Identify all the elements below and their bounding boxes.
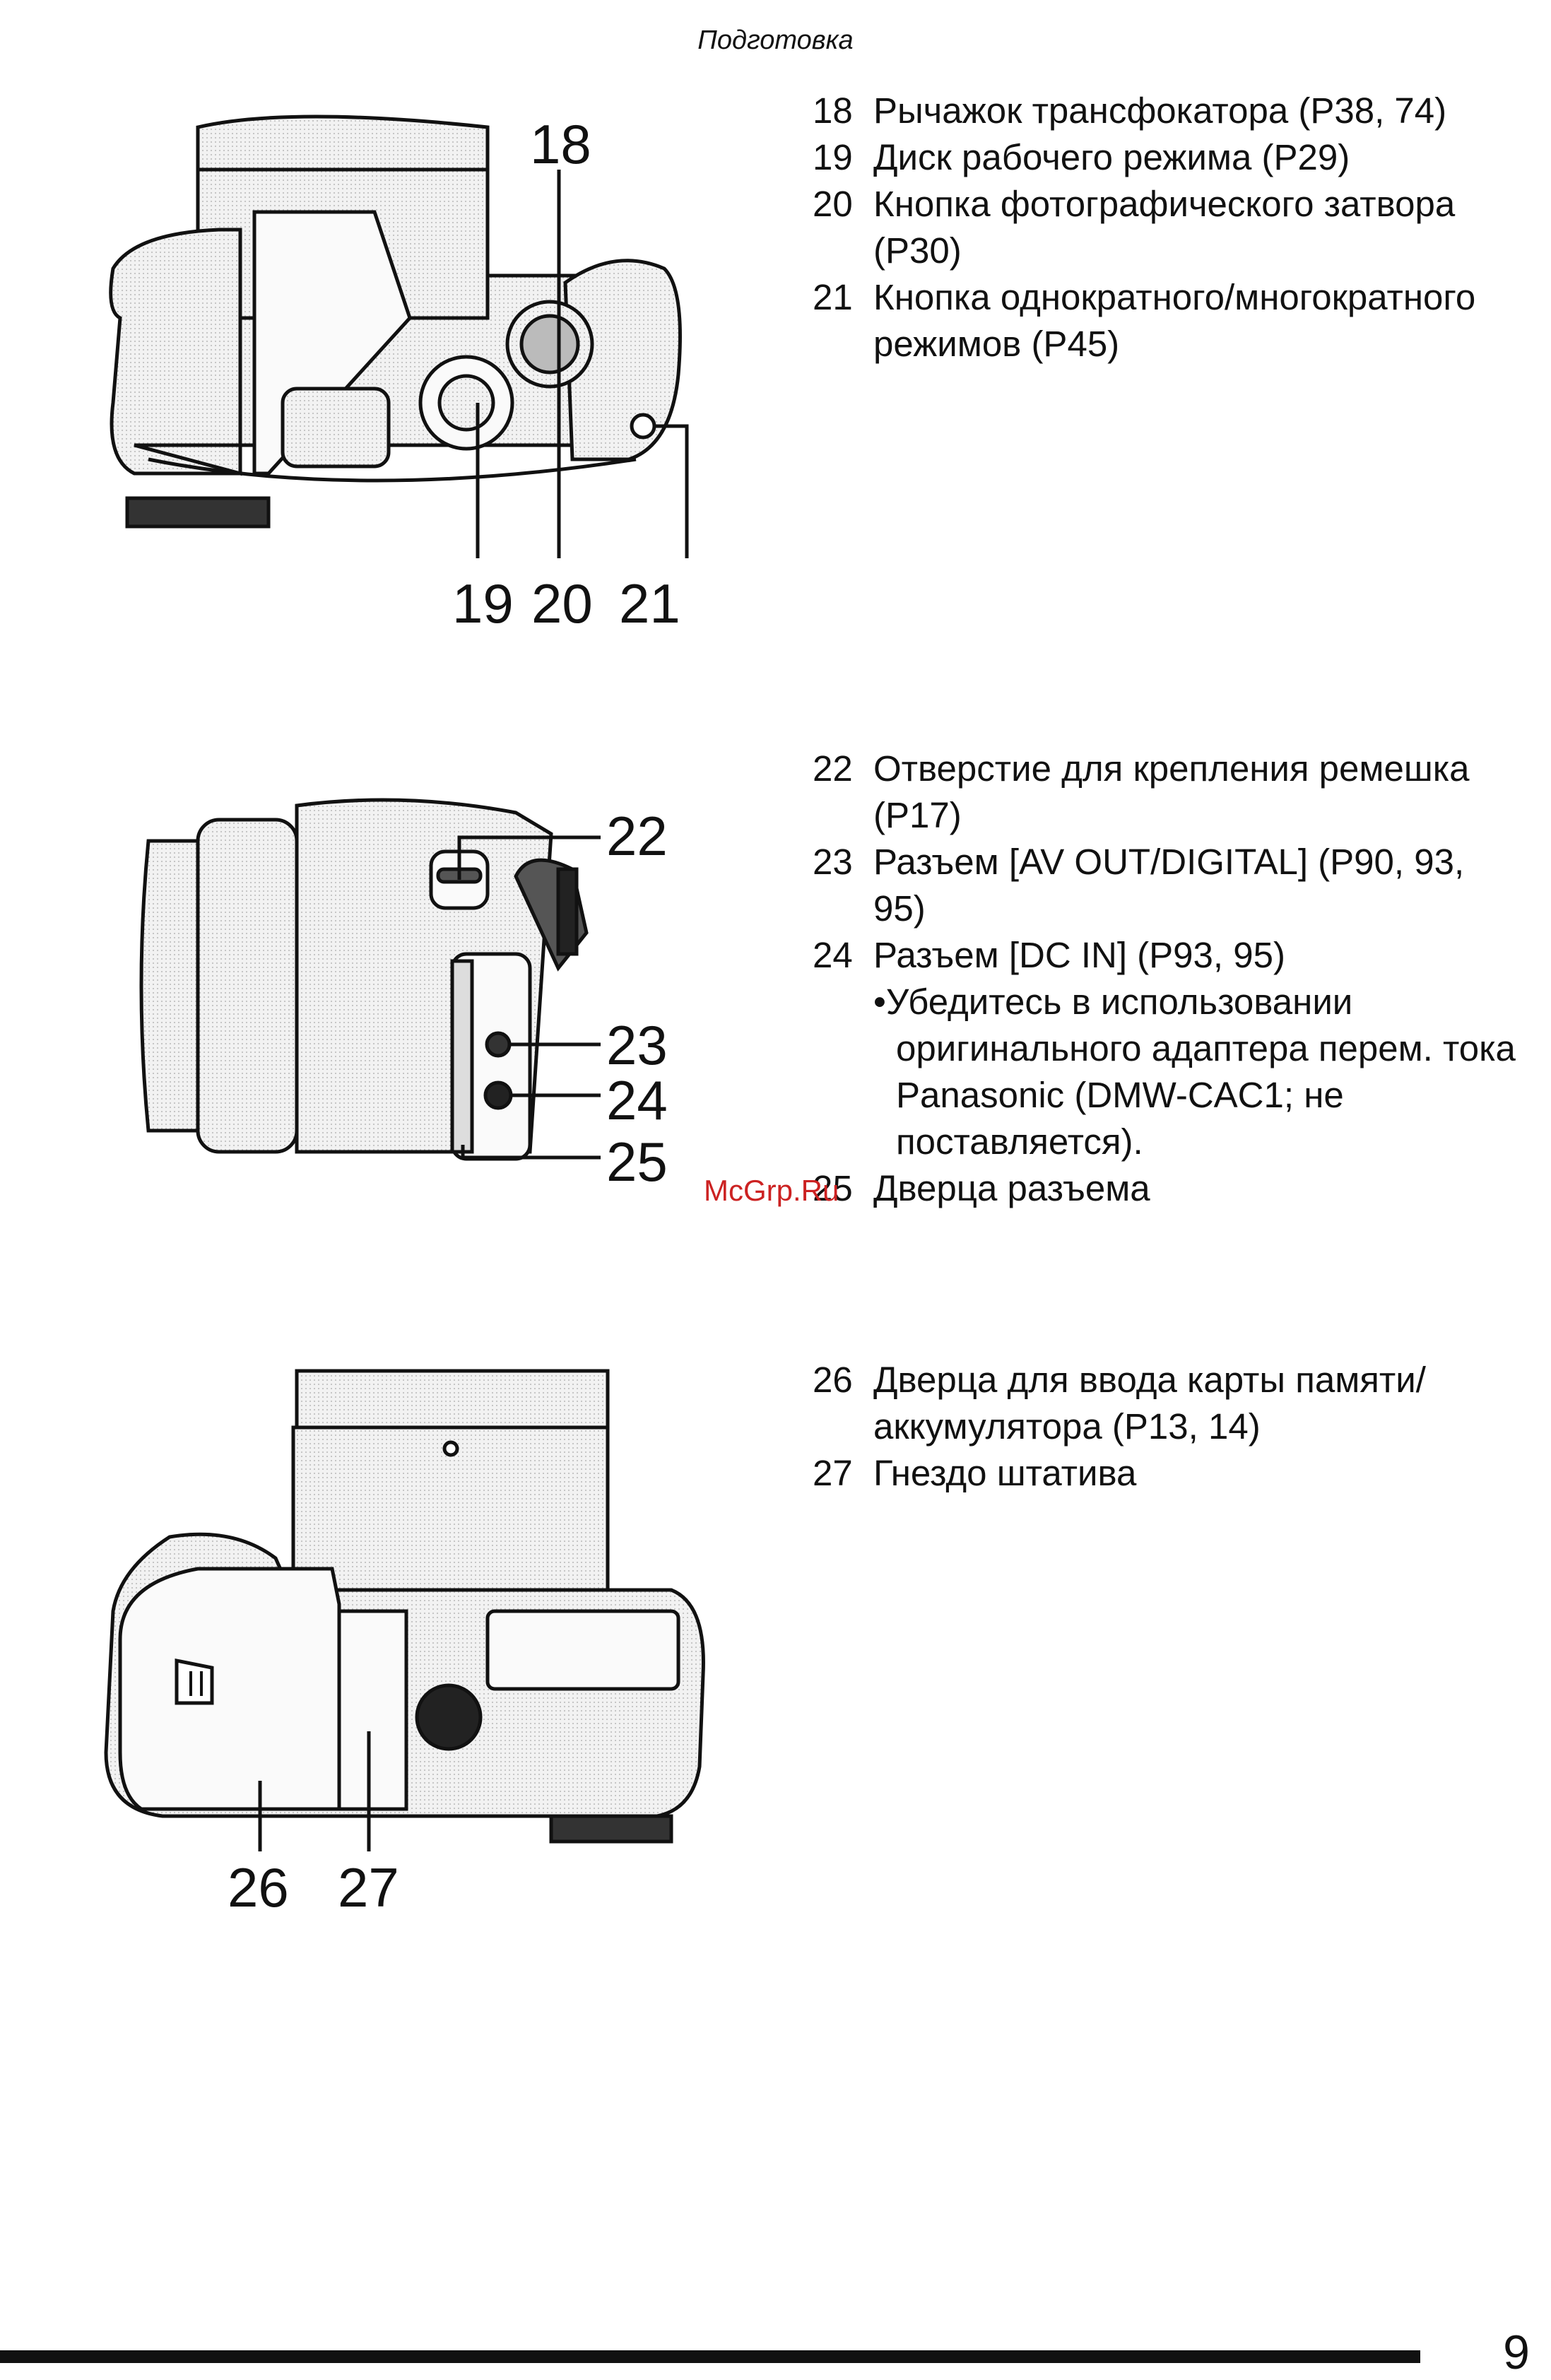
watermark: McGrp.Ru xyxy=(704,1174,839,1207)
callout-23: 23 xyxy=(606,1014,668,1076)
item-text: Рычажок трансфокатора (P38, 74) xyxy=(873,90,1447,131)
item-text: Разъем [DC IN] (P93, 95) xyxy=(873,935,1285,975)
callout-26: 26 xyxy=(228,1856,289,1919)
item-note: •Убедитесь в использовании оригинального… xyxy=(873,982,1516,1162)
item-number: 27 xyxy=(813,1453,853,1493)
list-item: 27 Гнездо штатива xyxy=(813,1450,1526,1497)
list-item: 23 Разъем [AV OUT/DIGITAL] (P90, 93, 95) xyxy=(813,839,1526,932)
list-item: 20 Кнопка фотографического затвора (P30) xyxy=(813,181,1526,274)
list-bottom-view-parts: 26 Дверца для ввода карты памяти/ аккумул… xyxy=(813,1357,1526,1497)
callout-18: 18 xyxy=(530,113,591,175)
item-number: 19 xyxy=(813,137,853,177)
item-text: Гнездо штатива xyxy=(873,1453,1137,1493)
callout-22: 22 xyxy=(606,805,668,867)
item-text: Разъем [AV OUT/DIGITAL] (P90, 93, 95) xyxy=(873,842,1465,929)
callout-21: 21 xyxy=(619,572,680,635)
callout-24: 24 xyxy=(606,1069,668,1131)
camera-bottom-view-figure xyxy=(92,1357,714,1866)
callout-25: 25 xyxy=(606,1131,668,1193)
item-number: 20 xyxy=(813,184,853,224)
callout-27: 27 xyxy=(338,1856,399,1919)
list-item: 21 Кнопка однократного/многократного режи… xyxy=(813,274,1526,367)
item-text: Кнопка фотографического затвора (P30) xyxy=(873,184,1456,271)
item-number: 21 xyxy=(813,277,853,317)
list-item: 25 Дверца разъема xyxy=(813,1165,1526,1212)
camera-top-view-figure xyxy=(78,106,714,643)
item-text: Дверца для ввода карты памяти/ аккумулят… xyxy=(873,1360,1426,1447)
item-text: Дверца разъема xyxy=(873,1168,1150,1208)
item-text: Диск рабочего режима (P29) xyxy=(873,137,1350,177)
item-number: 24 xyxy=(813,935,853,975)
item-number: 18 xyxy=(813,90,853,131)
list-item: 22 Отверстие для крепления ремешка (P17) xyxy=(813,746,1526,839)
item-number: 26 xyxy=(813,1360,853,1400)
list-top-view-parts: 18 Рычажок трансфокатора (P38, 74) 19 Диск… xyxy=(813,88,1526,367)
callout-19: 19 xyxy=(452,572,514,635)
page-number: 9 xyxy=(1503,2326,1530,2379)
section-header: Подготовка xyxy=(697,25,854,55)
item-number: 22 xyxy=(813,748,853,789)
list-item: 19 Диск рабочего режима (P29) xyxy=(813,134,1526,181)
list-item: 26 Дверца для ввода карты памяти/ аккумул… xyxy=(813,1357,1526,1450)
list-item: 18 Рычажок трансфокатора (P38, 74) xyxy=(813,88,1526,134)
callout-20: 20 xyxy=(531,572,593,635)
footer-rule xyxy=(0,2350,1420,2363)
item-number: 25 xyxy=(813,1168,853,1208)
item-number: 23 xyxy=(813,842,853,882)
list-item: 24 Разъем [DC IN] (P93, 95) •Убедитесь в … xyxy=(813,932,1526,1165)
item-text: Отверстие для крепления ремешка (P17) xyxy=(873,748,1470,835)
item-text: Кнопка однократного/многократного режимо… xyxy=(873,277,1476,364)
camera-side-view-figure xyxy=(134,791,671,1187)
